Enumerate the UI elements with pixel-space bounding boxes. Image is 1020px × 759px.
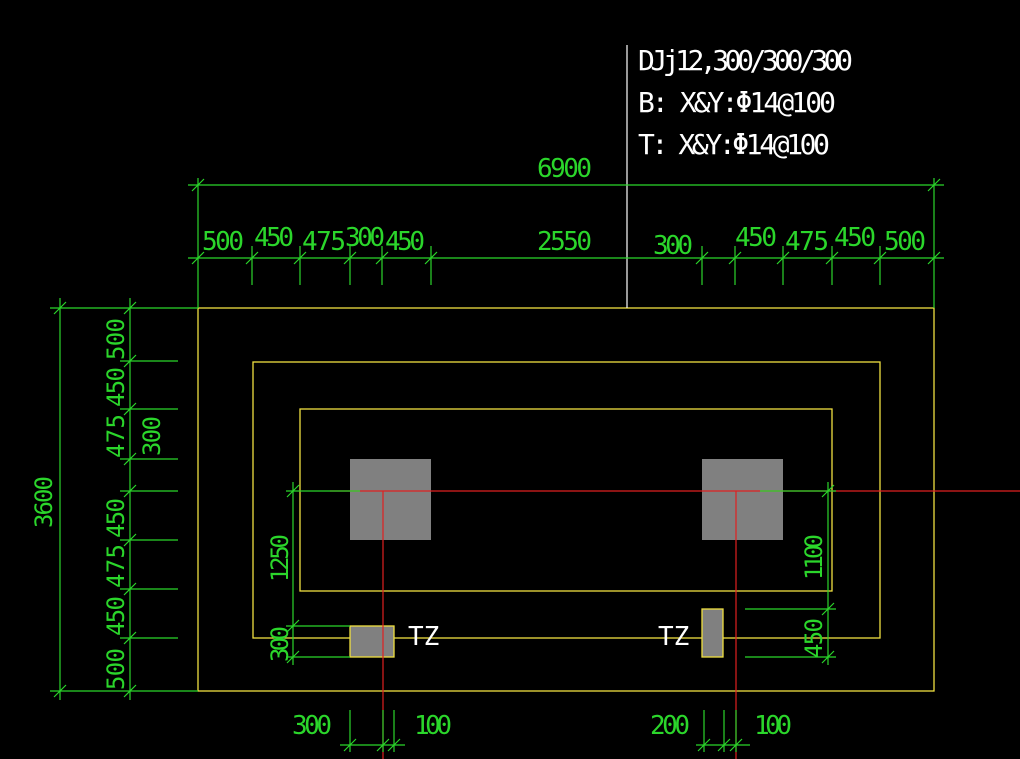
bottom-left-arrows: [343, 738, 401, 752]
top-dim-11: 500: [884, 227, 926, 257]
bottom-dimensions: 300 100 200 100: [292, 710, 792, 752]
bottom-dim-left-100: 100: [414, 711, 452, 741]
left-dim-2: 450: [102, 367, 130, 407]
foundation-middle-step[interactable]: [252, 361, 881, 639]
tz-right-rect[interactable]: [701, 608, 724, 658]
top-dim-3: 475: [302, 227, 346, 257]
inner-dimensions: 1250 300 1100 450: [266, 482, 836, 665]
left-dimensions: 3600 500 450 475 300 450 475 450 500: [30, 298, 198, 700]
top-dim-9: 475: [785, 227, 829, 257]
top-arrows: [191, 178, 941, 265]
top-dim-8: 450: [735, 223, 777, 253]
left-dim-1: 500: [102, 318, 130, 360]
inner-dim-1250: 1250: [266, 534, 294, 582]
left-dim-7: 450: [102, 596, 130, 636]
left-dim-overall: 3600: [30, 476, 58, 528]
bottom-dim-left-300: 300: [292, 711, 332, 741]
column-right[interactable]: [702, 459, 783, 540]
tz-columns: TZ TZ: [349, 608, 724, 658]
left-dim-8: 500: [102, 648, 130, 690]
left-arrows: [53, 301, 137, 698]
left-dim-6: 475: [102, 544, 130, 588]
top-dim-2: 450: [254, 223, 294, 253]
top-dimensions: 6900 500 450 475 300 450 2550 300 450 47…: [188, 154, 944, 308]
inner-left-arrows: [286, 484, 300, 664]
tz-left-rect[interactable]: [349, 625, 395, 658]
top-dim-6: 2550: [537, 227, 592, 257]
tz-right-label: TZ: [658, 622, 689, 652]
top-dim-overall: 6900: [537, 154, 592, 184]
foundation-outlines: [197, 307, 935, 692]
top-dim-4: 300: [345, 223, 385, 253]
reinforcement-note: DJj12,300/300/300 B: X&Y:Φ14@100 T: X&Y:…: [638, 44, 853, 161]
inner-dim-300: 300: [266, 626, 294, 662]
note-line-3: T: X&Y:Φ14@100: [638, 128, 830, 161]
left-dim-4: 300: [138, 416, 166, 456]
left-dim-3: 475: [102, 414, 130, 458]
left-dim-5: 450: [102, 498, 130, 538]
note-line-1: DJj12,300/300/300: [638, 44, 853, 77]
bottom-dim-right-100: 100: [754, 711, 792, 741]
top-dim-1: 500: [202, 227, 244, 257]
bottom-dim-right-200: 200: [650, 711, 690, 741]
top-dim-7: 300: [653, 231, 693, 261]
top-dim-10: 450: [834, 223, 876, 253]
columns: [350, 459, 783, 540]
foundation-outer-step[interactable]: [197, 307, 935, 692]
inner-dim-1100: 1100: [800, 534, 828, 580]
column-left[interactable]: [350, 459, 431, 540]
bottom-right-arrows: [697, 738, 743, 752]
foundation-inner-step[interactable]: [299, 408, 833, 592]
note-line-2: B: X&Y:Φ14@100: [638, 86, 836, 119]
top-dim-5: 450: [385, 227, 425, 257]
tz-left-label: TZ: [408, 622, 439, 652]
inner-dim-450: 450: [800, 618, 828, 658]
inner-right-arrows: [821, 484, 835, 664]
